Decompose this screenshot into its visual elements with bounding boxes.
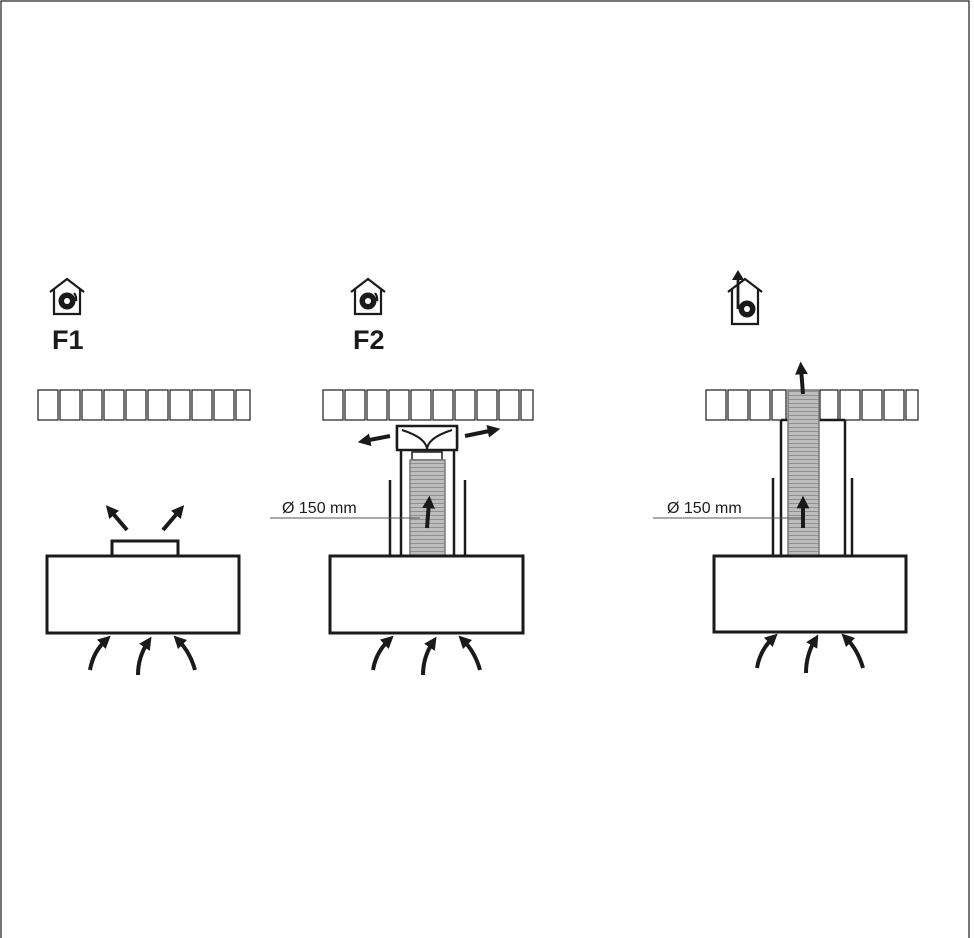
airflow-arrows-out <box>795 361 810 528</box>
panel-extraction: Ø 150 mm <box>653 270 919 674</box>
hood-body <box>328 554 525 635</box>
hood-body <box>45 554 241 635</box>
airflow-arrows-out <box>105 505 185 532</box>
panel-label: F2 <box>353 325 385 355</box>
ceiling-joists <box>322 389 534 421</box>
airflow-arrows-out <box>357 425 501 529</box>
panel-f1: F1 <box>37 277 251 676</box>
ceiling-joists <box>37 389 251 421</box>
duct-diameter-label: Ø 150 mm <box>667 500 742 517</box>
recirculation-house-icon <box>49 277 85 316</box>
ceiling-joists <box>705 389 919 421</box>
airflow-arrows-in <box>371 635 482 676</box>
recirculation-house-icon <box>350 277 386 316</box>
airflow-arrows-in <box>88 635 197 676</box>
panel-f2: F2 <box>270 277 534 676</box>
airflow-arrows-in <box>755 633 865 674</box>
outlet-collar <box>110 539 180 558</box>
flexible-duct <box>787 389 820 557</box>
recirculation-deflector <box>395 424 459 461</box>
duct-diameter-label: Ø 150 mm <box>282 500 357 517</box>
hood-body <box>712 554 908 634</box>
panel-label: F1 <box>52 325 84 355</box>
extraction-house-icon <box>727 270 763 326</box>
